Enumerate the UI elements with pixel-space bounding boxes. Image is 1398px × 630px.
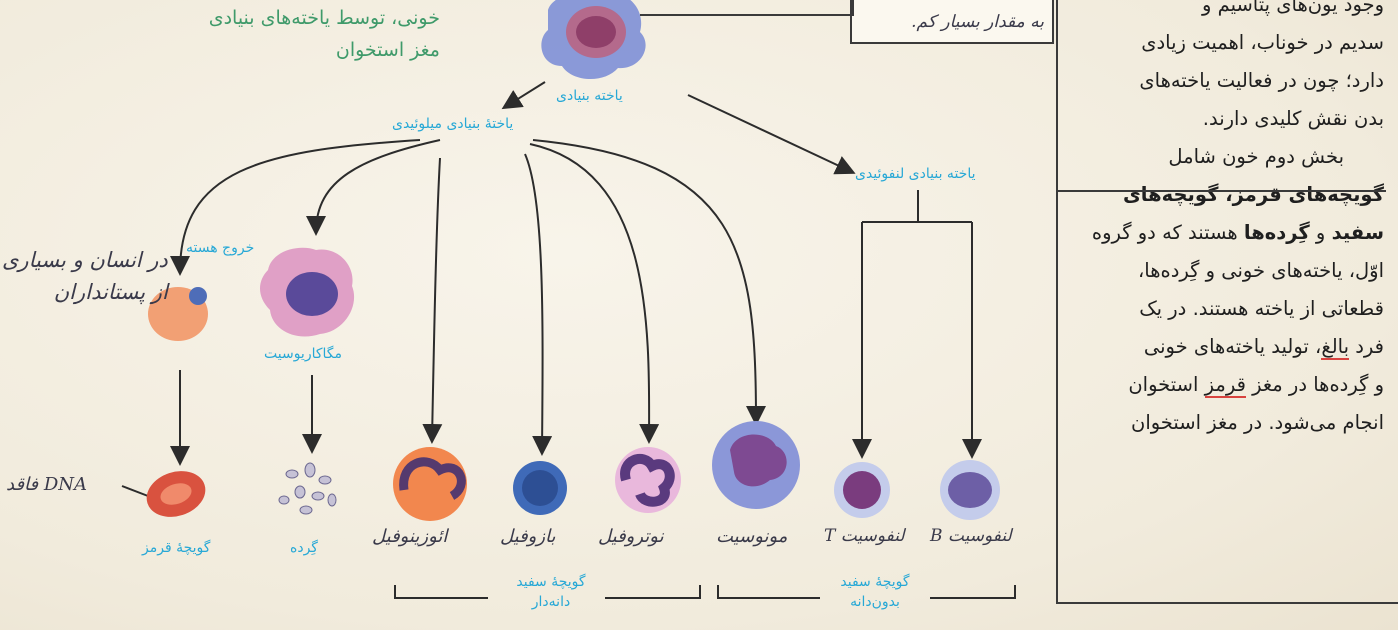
text-box-border-lower [1056, 192, 1058, 604]
and-word: و [1310, 221, 1332, 244]
label-stem-cell: یاخته بنیادی [556, 88, 623, 104]
neutrophil-icon [615, 447, 681, 513]
para2-line-1: بخش دوم خون شامل [1062, 138, 1384, 176]
eosinophil-icon [393, 447, 467, 521]
marrow-underlined: قرمز [1205, 373, 1246, 398]
line-first-group: اوّل، یاخته‌های خونی و گِرده‌ها، [1062, 252, 1384, 290]
text-column: وجود یون‌های پتاسیم و سدیم در خوناب، اهم… [1062, 0, 1384, 442]
caption-line-2: مغز استخوان [150, 34, 440, 66]
label-agranular-group: گویچهٔ سفید بدون‌دانه [820, 572, 930, 612]
marrow-pre: و گِرده‌ها در مغز [1246, 373, 1384, 396]
granular-line-1: گویچهٔ سفید [496, 572, 606, 592]
para2-line-2: گویچه‌های قرمز، گویچه‌های [1062, 176, 1384, 214]
line-fragments: قطعاتی از یاخته هستند. در یک [1062, 290, 1384, 328]
arrow-stem-to-myeloid [505, 82, 545, 107]
label-lymphoid-stem: یاخته بنیادی لنفوئیدی [855, 166, 975, 182]
note-pointer [640, 0, 854, 16]
hand-note-mammals-line-1: در انسان و بسیاری [2, 244, 168, 276]
bold-platelets: گِرده‌ها [1244, 221, 1310, 244]
adult-post: ، تولید یاخته‌های خونی [1144, 335, 1322, 358]
marrow-post: استخوان [1128, 373, 1204, 396]
label-megakaryocyte: مگاکاریوسیت [264, 346, 342, 362]
arrow-to-basophil [525, 154, 543, 452]
bold-rbc-wbc: گویچه‌های قرمز، گویچه‌های [1123, 183, 1384, 206]
label-myeloid-stem: یاختهٔ بنیادی میلوئیدی [392, 116, 513, 132]
caption-top: خونی، توسط یاخته‌های بنیادی مغز استخوان [150, 2, 440, 66]
hand-note-no-dna: فاقد DNA [6, 474, 87, 495]
text-box-border-bottom [1056, 602, 1398, 604]
label-nucleus-exit: خروج هسته [186, 240, 254, 256]
hand-label-lymphocyte-t: لنفوسیت T [824, 526, 905, 546]
bold-white: سفید [1332, 221, 1384, 244]
arrow-to-eosinophil [432, 158, 440, 440]
caption-line-1: خونی، توسط یاخته‌های بنیادی [150, 2, 440, 34]
para2-line-3: سفید و گِرده‌ها هستند که دو گروه [1062, 214, 1384, 252]
intro-line-4: بدن نقش کلیدی دارند. [1062, 100, 1384, 138]
lymphocyte-t-icon [834, 462, 890, 518]
para2-rest: هستند که دو گروه [1092, 221, 1244, 244]
hand-label-lymphocyte-b: لنفوسیت B [930, 526, 1012, 546]
arrow-to-megakaryocyte [316, 140, 440, 232]
hand-note-mammals-line-2: از پستانداران [2, 276, 168, 308]
stem-cell-icon [541, 0, 645, 79]
basophil-icon [513, 461, 567, 515]
adult-pre: فرد [1349, 335, 1384, 358]
hand-note-mammals: در انسان و بسیاری از پستانداران [2, 244, 168, 308]
intro-line-2: سدیم در خوناب، اهمیت زیادی [1062, 24, 1384, 62]
hand-label-eosinophil: ائوزینوفیل [372, 526, 447, 547]
platelets-icon [279, 463, 336, 514]
agranular-bracket-left [718, 585, 820, 598]
text-box-border-mid [1056, 190, 1386, 192]
intro-line-3: دارد؛ چون در فعالیت یاخته‌های [1062, 62, 1384, 100]
adult-underlined: بالغ [1321, 335, 1349, 360]
granular-bracket-right [605, 585, 700, 598]
label-granular-group: گویچهٔ سفید دانه‌دار [496, 572, 606, 612]
text-box-border-upper [1056, 0, 1058, 192]
monocyte-icon [712, 421, 800, 509]
hand-label-basophil: بازوفیل [500, 526, 556, 547]
line-marrow: و گِرده‌ها در مغز قرمز استخوان [1062, 366, 1384, 404]
granular-line-2: دانه‌دار [496, 592, 606, 612]
label-red-cell: گویچهٔ قرمز [142, 540, 210, 556]
lymphocyte-b-icon [940, 460, 1000, 520]
red-blood-cell-icon [141, 464, 212, 524]
label-platelet: گِرده [290, 540, 318, 556]
megakaryocyte-icon [260, 248, 354, 337]
hand-label-neutrophil: نوتروفیل [598, 526, 664, 547]
arrow-to-monocyte [533, 140, 756, 422]
hand-label-monocyte: مونوسیت [716, 526, 787, 547]
handwritten-note-top: به مقدار بسیار کم. [911, 12, 1044, 32]
handwritten-note-box: به مقدار بسیار کم. [850, 0, 1054, 44]
arrow-to-neutrophil [530, 144, 649, 440]
line-last: انجام می‌شود. در مغز استخوان [1062, 404, 1384, 442]
agranular-line-2: بدون‌دانه [820, 592, 930, 612]
no-dna-pointer [122, 486, 148, 496]
arrow-stem-to-lymphoid [688, 95, 852, 172]
line-adult: فرد بالغ، تولید یاخته‌های خونی [1062, 328, 1384, 366]
agranular-bracket-right [930, 585, 1015, 598]
agranular-line-1: گویچهٔ سفید [820, 572, 930, 592]
intro-line-1: وجود یون‌های پتاسیم و [1062, 0, 1384, 24]
granular-bracket-left [395, 585, 488, 598]
